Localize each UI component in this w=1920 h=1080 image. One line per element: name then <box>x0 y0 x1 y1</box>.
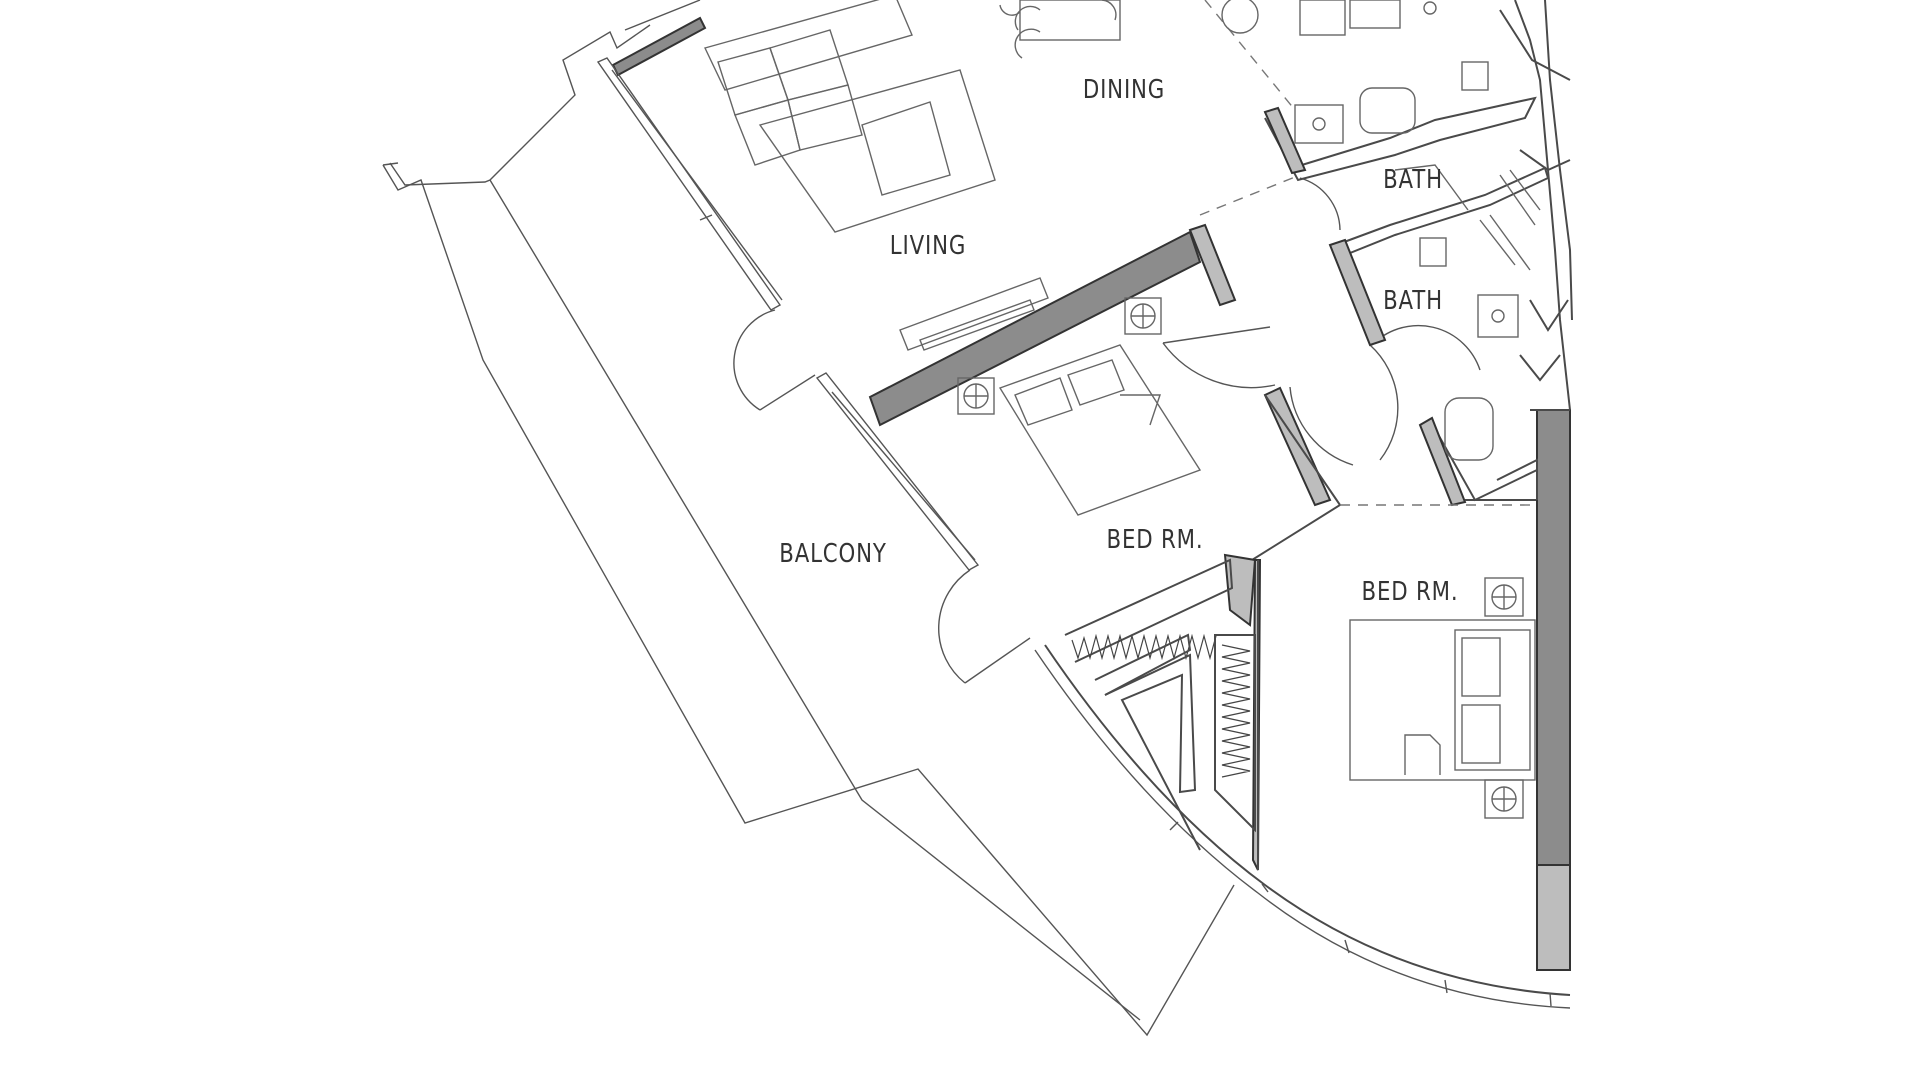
core-wall <box>1496 0 1573 971</box>
north-exterior-wall <box>611 0 707 77</box>
bed-1 <box>957 297 1202 516</box>
bathroom-walls <box>1263 96 1550 507</box>
label-bath-2: BATH <box>1383 285 1443 316</box>
balcony-outline <box>382 24 1235 1037</box>
zone-boundaries <box>1199 0 1537 506</box>
door-swings <box>733 177 1481 684</box>
label-bath-1: BATH <box>1383 164 1443 195</box>
bathroom-fixtures <box>1221 0 1541 461</box>
label-dining: DINING <box>1083 74 1165 105</box>
label-bed-rm-1: BED RM. <box>1107 524 1204 555</box>
curved-facade <box>1034 644 1571 1009</box>
dining-furniture <box>999 0 1117 59</box>
label-bed-rm-2: BED RM. <box>1362 576 1459 607</box>
room-labels: DINING LIVING BATH BATH BALCONY BED RM. … <box>779 74 1459 607</box>
wardrobe <box>1064 558 1256 851</box>
living-glazing <box>596 57 783 311</box>
label-living: LIVING <box>890 230 966 261</box>
living-furniture <box>704 0 1121 351</box>
interior-walls <box>868 223 1342 871</box>
bedroom-glazing <box>815 372 980 571</box>
bed-2 <box>1349 577 1536 819</box>
label-balcony: BALCONY <box>779 538 886 569</box>
